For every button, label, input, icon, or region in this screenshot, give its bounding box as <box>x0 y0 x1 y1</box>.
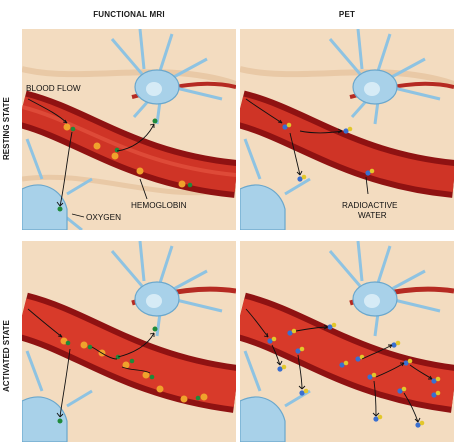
label-radioactive-water-line1: RADIOACTIVE <box>342 201 398 210</box>
label-radioactive-water-line2: WATER <box>358 211 387 220</box>
neuron-cell <box>240 138 311 230</box>
flow-arrows <box>27 308 155 418</box>
column-title-pet: PET <box>338 10 356 19</box>
label-oxygen: OXYGEN <box>86 213 121 222</box>
flow-arrows <box>245 98 369 195</box>
oxygen-particles <box>57 326 201 424</box>
neuron-cell <box>328 29 441 125</box>
panel-fmri-resting: BLOOD FLOW OXYGEN HEMOGLOBIN <box>22 29 236 230</box>
flow-arrows <box>245 308 433 423</box>
label-hemoglobin: HEMOGLOBIN <box>131 201 187 210</box>
oxygen-particles <box>57 118 193 212</box>
neuron-cell <box>328 241 441 337</box>
flow-arrows <box>27 98 155 218</box>
column-title-fmri: FUNCTIONAL MRI <box>93 10 165 19</box>
row-title-activated: ACTIVATED STATE <box>2 320 11 392</box>
neuron-cell <box>22 138 93 230</box>
hemoglobin-particles <box>63 123 186 188</box>
radioactive-water-molecules <box>267 322 441 428</box>
panel-pet-activated <box>240 241 454 442</box>
neuron-cell <box>22 350 93 442</box>
panel-pet-resting: RADIOACTIVE WATER <box>240 29 454 230</box>
row-title-resting: RESTING STATE <box>2 97 11 160</box>
neuron-cell <box>110 241 223 337</box>
panel-fmri-activated <box>22 241 236 442</box>
hemoglobin-particles <box>60 337 208 403</box>
neuron-cell <box>110 29 223 125</box>
radioactive-water-molecules <box>282 122 375 182</box>
label-blood-flow: BLOOD FLOW <box>26 84 81 93</box>
neuron-cell <box>240 350 311 442</box>
